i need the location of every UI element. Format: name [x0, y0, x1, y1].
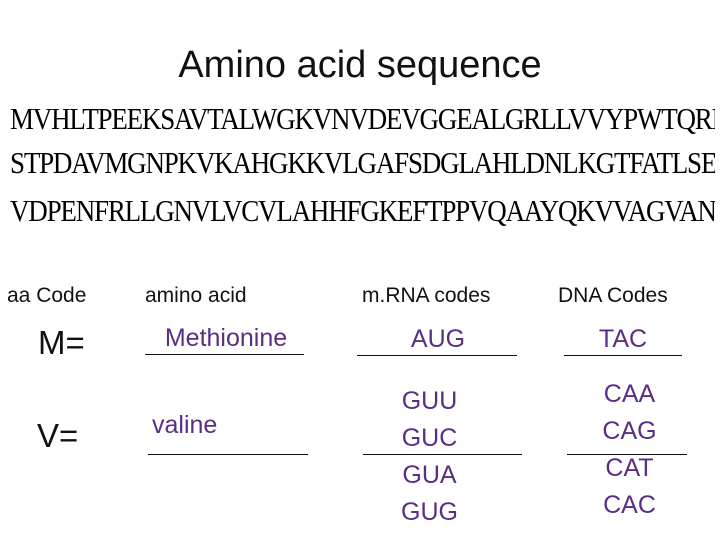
aa-code-m: M=	[38, 324, 85, 361]
header-amino-acid: amino acid	[145, 284, 247, 307]
dna-code: CAC	[603, 491, 656, 519]
mrna-code-list: GUU GUC GUA GUG	[383, 383, 476, 531]
dna-code-list: CAA CAG CAT CAC	[583, 376, 676, 524]
dna-code: CAT	[605, 454, 654, 482]
dna-code: TAC	[598, 325, 648, 353]
mrna-code: AUG	[410, 325, 466, 353]
blank-line	[567, 454, 687, 455]
mrna-code: GUU	[401, 387, 458, 415]
sequence-line-2: STPDAVMGNPKVKAHGKKVLGAFSDGLAHLDNLKGTFATL…	[10, 146, 715, 180]
sequence-line-1: MVHLTPEEKSAVTALWGKVNVDEVGGEALGRLLVVYPWTQ…	[10, 102, 715, 136]
aa-code-v: V=	[37, 417, 79, 454]
blank-line	[148, 454, 308, 455]
slide-title: Amino acid sequence	[178, 44, 542, 86]
blank-line	[145, 354, 304, 355]
amino-acid-valine: valine	[152, 411, 218, 439]
header-mrna-codes: m.RNA codes	[362, 284, 491, 307]
blank-line	[357, 355, 517, 356]
dna-code: CAA	[603, 380, 656, 408]
dna-code: CAG	[602, 417, 657, 445]
amino-acid-methionine: Methionine	[164, 324, 288, 352]
blank-line	[564, 355, 682, 356]
mrna-code: GUA	[402, 461, 457, 489]
sequence-line-3: VDPENFRLLGNVLVCVLAHHFGKEFTPPVQAAYQKVVAGV…	[10, 194, 715, 228]
header-aa-code: aa Code	[7, 284, 87, 307]
blank-line	[363, 454, 522, 455]
mrna-code: GUG	[401, 498, 458, 526]
mrna-code: GUC	[401, 424, 458, 452]
header-dna-codes: DNA Codes	[558, 284, 668, 307]
